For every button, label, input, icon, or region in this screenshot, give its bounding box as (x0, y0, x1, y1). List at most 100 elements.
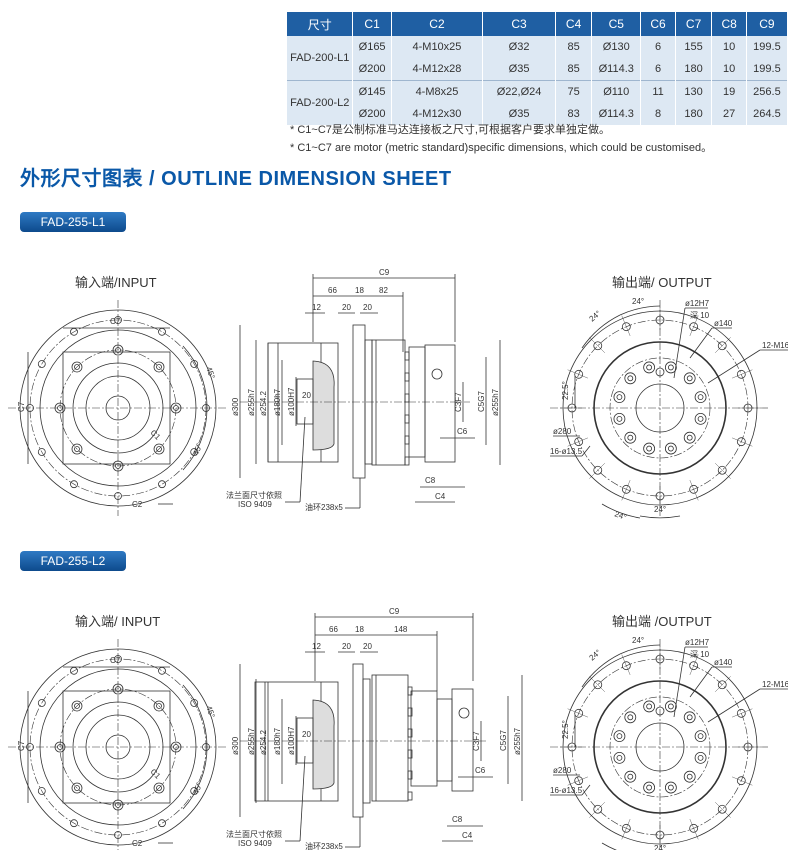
table-cell: 10 (711, 36, 747, 58)
table-cell: Ø110 (591, 80, 642, 103)
oil-ring-note: 油环238x5 (305, 502, 343, 512)
table-cell: 4-M12x28 (391, 58, 484, 81)
dia-255-right-label: ø255h7 (491, 388, 500, 416)
table-cell: 83 (555, 103, 593, 125)
dia-255-label: ø255h7 (247, 727, 256, 755)
c5-label: C5G7 (499, 730, 508, 751)
table-cell: 180 (675, 103, 713, 125)
angle-22-5-label: 22.5° (561, 720, 570, 739)
c7-top-label: C7 (110, 656, 121, 665)
dim-20-label-b: 20 (363, 303, 372, 312)
column-header: C5 (591, 12, 642, 36)
angle-45-label-1: 45° (204, 705, 217, 719)
table-cell: 6 (640, 58, 676, 81)
dim-20-label-b: 20 (363, 642, 372, 651)
dim-18-label: 18 (355, 286, 364, 295)
dia-254-label: ø254.2 (259, 730, 268, 755)
oil-ring-note: 油环238x5 (305, 841, 343, 850)
angle-24-label-4: 24° (654, 844, 666, 850)
output-view-label: 输出端 /OUTPUT (612, 614, 712, 629)
pin-hole-label: ø12H7 (685, 299, 710, 308)
c8-label: C8 (452, 815, 463, 824)
column-header: 尺寸 (287, 12, 354, 36)
angle-24-label-2: 24° (588, 309, 603, 324)
dim-66-label: 66 (328, 286, 337, 295)
input-view-label: 输入端/ INPUT (75, 614, 161, 629)
table-cell: Ø145 (352, 80, 392, 103)
column-header: C8 (711, 12, 747, 36)
c7-left-label: C7 (17, 740, 26, 751)
table-cell: Ø32 (482, 36, 556, 58)
dim-right-label: 82 (379, 286, 388, 295)
input-view-label: 输入端/INPUT (75, 275, 157, 290)
dim-12-label: 12 (312, 303, 321, 312)
column-header: C9 (746, 12, 788, 36)
table-cell: 4-M8x25 (391, 80, 484, 103)
c3-label: C3F7 (454, 392, 463, 412)
table-cell: 4-M12x30 (391, 103, 484, 125)
table-cell: 180 (675, 58, 713, 81)
angle-24-label-3: 24° (613, 509, 627, 522)
table-cell: 4-M10x25 (391, 36, 484, 58)
dia-100-label: ø100H7 (287, 387, 296, 416)
c5-label: C5G7 (477, 391, 486, 412)
angle-24-label-1: 24° (632, 297, 644, 306)
table-cell: 19 (711, 80, 747, 103)
c9-label: C9 (389, 607, 400, 616)
c7-left-label: C7 (17, 401, 26, 412)
dia-300-label: ø300 (231, 736, 240, 755)
dia-254-label: ø254.2 (259, 391, 268, 416)
dim-20-label-c: 20 (302, 391, 311, 400)
page-title: 外形尺寸图表 / OUTLINE DIMENSION SHEET (20, 168, 452, 190)
column-header: C6 (640, 12, 676, 36)
note-english: * C1~C7 are motor (metric standard)speci… (290, 142, 713, 154)
bolt-holes-label: 16-ø13.5 (550, 786, 583, 795)
table-cell: Ø114.3 (591, 58, 642, 81)
dim-right-label: 148 (394, 625, 408, 634)
model-badge: FAD-255-L1 (20, 212, 126, 232)
dia-180-label: ø180h7 (273, 388, 282, 416)
c9-label: C9 (379, 268, 390, 277)
c4-label: C4 (435, 492, 446, 501)
c2-label: C2 (132, 500, 143, 509)
dim-12-label: 12 (312, 642, 321, 651)
output-view-label: 输出端/ OUTPUT (612, 275, 712, 290)
column-header: C4 (555, 12, 593, 36)
model-cell: FAD-200-L1 (287, 36, 354, 81)
column-header: C7 (675, 12, 713, 36)
dia-140-label: ø140 (714, 658, 733, 667)
dia-280-label: ø280 (553, 427, 572, 436)
c8-label: C8 (425, 476, 436, 485)
column-header: C2 (391, 12, 484, 36)
table-cell: 75 (555, 80, 593, 103)
table-cell: 8 (640, 103, 676, 125)
pin-hole-label: ø12H7 (685, 638, 710, 647)
table-cell: 11 (640, 80, 676, 103)
table-cell: 6 (640, 36, 676, 58)
table-cell: Ø35 (482, 103, 556, 125)
thread-label: 12-M16x30.5 (762, 680, 788, 689)
dia-255-label: ø255h7 (247, 388, 256, 416)
angle-24-label-1: 24° (632, 636, 644, 645)
dia-140-label: ø140 (714, 319, 733, 328)
table-cell: 27 (711, 103, 747, 125)
dim-66-label: 66 (329, 625, 338, 634)
c2-label: C2 (132, 839, 143, 848)
table-cell: 130 (675, 80, 713, 103)
thread-label: 12-M16x30.5 (762, 341, 788, 350)
table-cell: Ø200 (352, 58, 392, 81)
